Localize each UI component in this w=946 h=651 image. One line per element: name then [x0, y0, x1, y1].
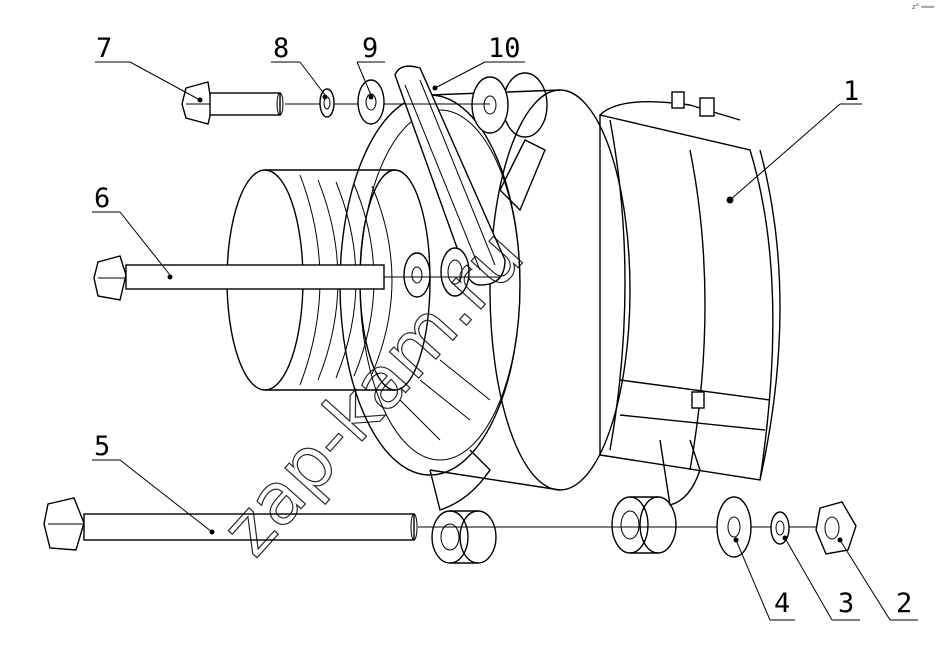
callout-1: 1	[843, 76, 859, 107]
callout-5: 5	[94, 431, 110, 462]
top-bolt-assembly	[181, 79, 490, 125]
callout-3: 3	[838, 588, 854, 619]
callout-8: 8	[273, 33, 289, 64]
callout-9: 9	[362, 33, 378, 64]
callout-6: 6	[94, 183, 110, 214]
callout-10: 10	[488, 33, 521, 64]
callout-labels: 1 2 3 4 5 6 7 8 9 10	[94, 33, 912, 619]
alternator-housing	[339, 72, 781, 564]
bottom-bolt-assembly	[43, 496, 857, 558]
tension-bracket	[394, 65, 509, 297]
callout-2: 2	[896, 588, 912, 619]
callout-leaders	[92, 61, 918, 621]
callout-4: 4	[774, 588, 790, 619]
corner-mark: z° ═══	[912, 3, 935, 11]
callout-7: 7	[96, 33, 112, 64]
